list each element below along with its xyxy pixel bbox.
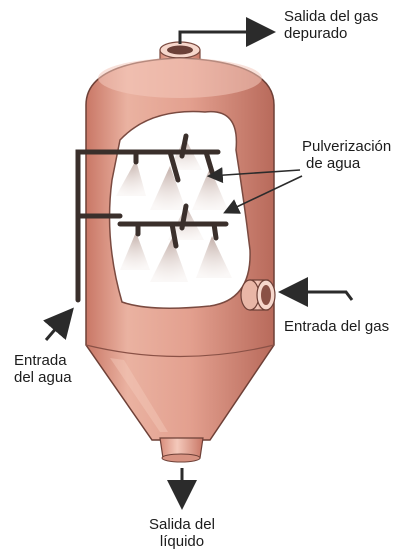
gas-in-arrow (284, 292, 352, 300)
gas-inlet-nozzle (241, 280, 275, 310)
gas-out-arrow (180, 32, 270, 44)
gas-outlet-label-line1: Salida del gas (284, 8, 378, 25)
liquid-outlet-nozzle (160, 438, 203, 462)
water-in-arrow (46, 312, 70, 340)
liquid-outlet-label-line2: líquido (140, 533, 224, 550)
gas-inlet-label: Entrada del gas (284, 318, 389, 335)
water-spray-label-line1: Pulverización (302, 138, 391, 155)
liquid-outlet-label-line1: Salida del (140, 516, 224, 533)
water-inlet-label-line2: del agua (14, 369, 72, 386)
water-spray-label-line2: de agua (306, 155, 360, 172)
water-inlet-label-line1: Entrada (14, 352, 67, 369)
gas-outlet-label-line2: depurado (284, 25, 347, 42)
